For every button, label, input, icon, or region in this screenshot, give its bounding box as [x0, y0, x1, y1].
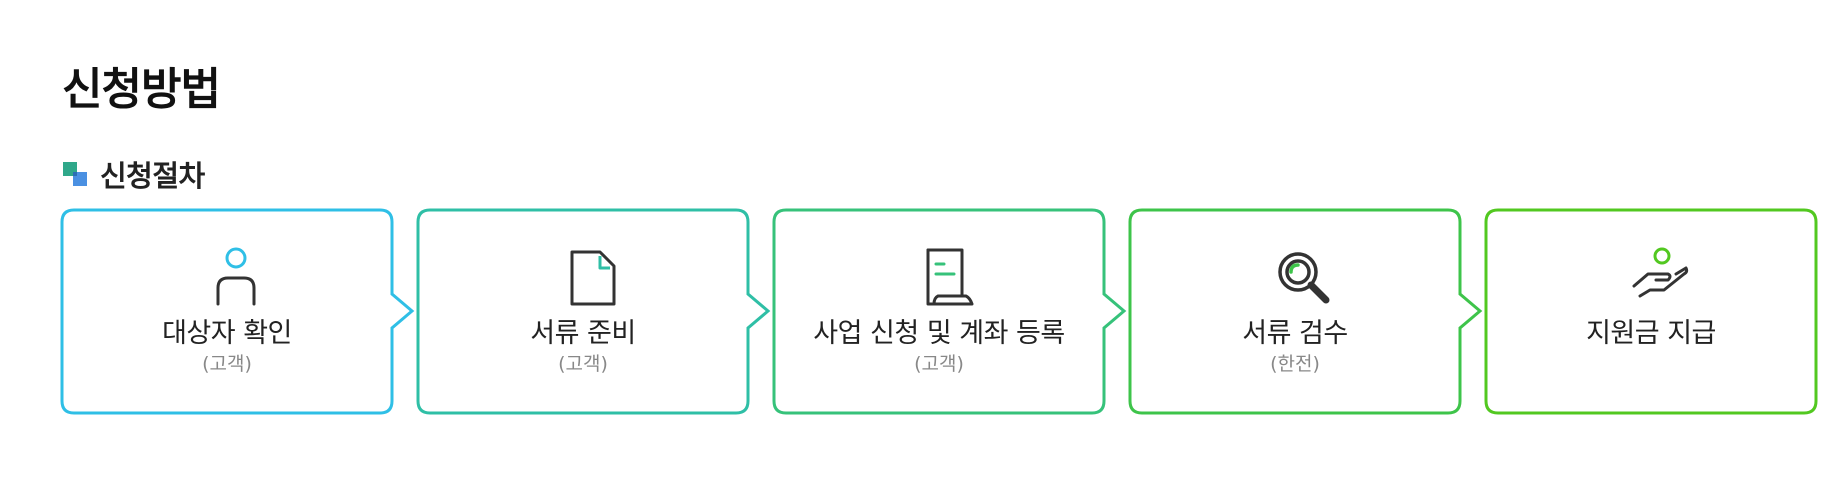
step-border: [416, 208, 771, 415]
step-outline: [772, 208, 1127, 415]
person-icon: [216, 247, 256, 306]
step-outline: [1128, 208, 1483, 415]
step-document-prep: 서류 준비 (고객): [416, 208, 771, 415]
hand-money-icon: [1632, 247, 1689, 298]
step-outline: [416, 208, 771, 415]
step-border: [60, 208, 415, 415]
step-border: [772, 208, 1127, 415]
step-sub-label: (고객): [558, 353, 608, 375]
magnifier-icon: [1278, 252, 1330, 304]
step-outline: [60, 208, 415, 415]
step-label: 사업 신청 및 계좌 등록: [813, 318, 1065, 349]
procedure-steps: 대상자 확인 (고객) 서류 준비 (고객) 사업 신청 및 계좌 등록 (고객…: [60, 208, 1824, 415]
step-application-register: 사업 신청 및 계좌 등록 (고객): [772, 208, 1127, 415]
step-label: 서류 준비: [530, 318, 636, 349]
step-sub-label: (고객): [202, 353, 252, 375]
step-target-check: 대상자 확인 (고객): [60, 208, 415, 415]
document-icon: [570, 250, 616, 306]
step-label: 대상자 확인: [162, 318, 292, 349]
step-sub-label: (고객): [914, 353, 964, 375]
step-sub-label: (한전): [1270, 353, 1320, 375]
step-document-review: 서류 검수 (한전): [1128, 208, 1483, 415]
section-title: 신청절차: [100, 159, 205, 193]
scroll-icon: [926, 248, 974, 306]
step-label: 서류 검수: [1242, 318, 1348, 349]
section-heading: 신청절차: [62, 156, 205, 193]
step-outline: [1484, 208, 1818, 415]
step-border: [1128, 208, 1483, 415]
step-subsidy-payment: 지원금 지급: [1484, 208, 1821, 415]
page-title: 신청방법: [62, 64, 221, 115]
step-border: [1484, 208, 1818, 415]
step-label: 지원금 지급: [1586, 318, 1716, 349]
two-squares-bullet-icon: [63, 162, 87, 186]
